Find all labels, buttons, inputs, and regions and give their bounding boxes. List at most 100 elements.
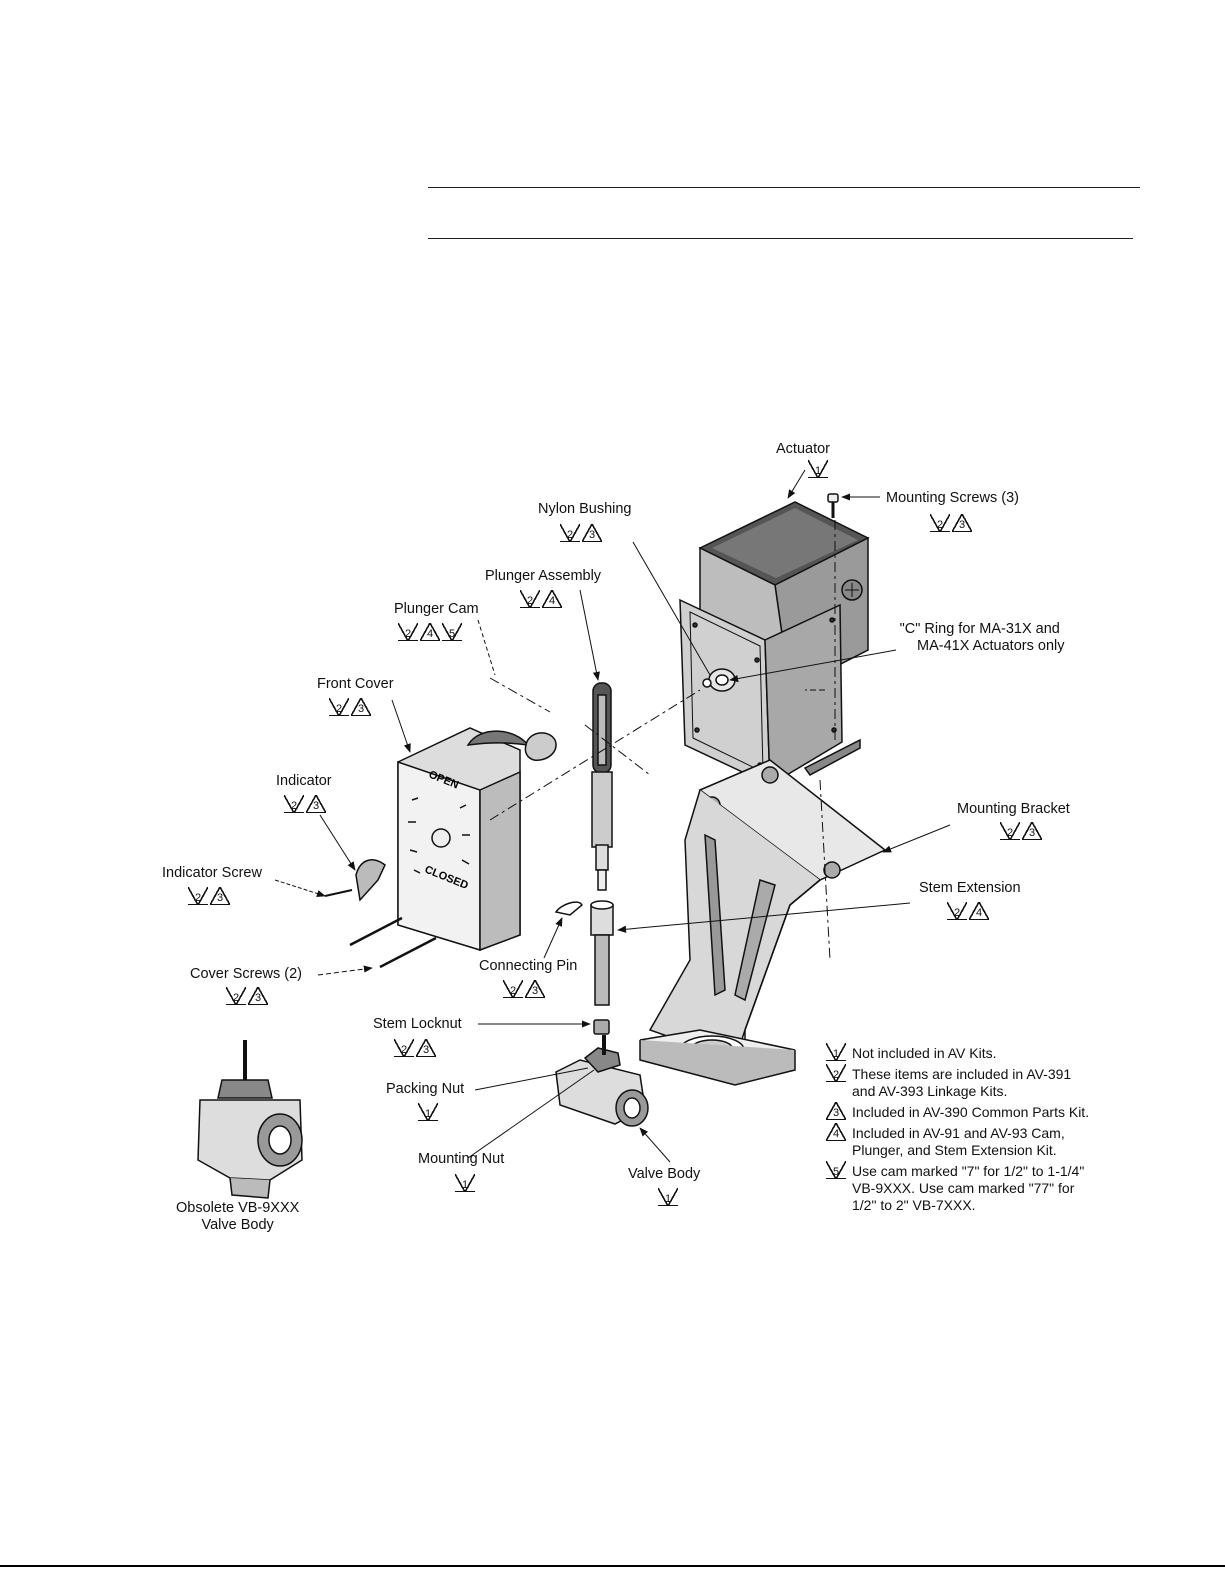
note-marker-3: 3	[1022, 822, 1042, 840]
note-marker-2: 2	[329, 698, 349, 716]
label-mounting-bracket: Mounting Bracket	[957, 801, 1070, 817]
label-c-ring-line2: MA-41X Actuators only	[917, 638, 1065, 654]
note-marker-2: 2	[398, 623, 418, 641]
note-marker-3: 3	[416, 1039, 436, 1057]
legend-item: 4 Included in AV-91 and AV-93 Cam, Plung…	[826, 1123, 1156, 1159]
callout-cover-screws: 2 3	[226, 987, 282, 1005]
note-marker-2: 2	[930, 514, 950, 532]
mounting-bracket-part	[639, 759, 887, 1086]
header-rule-bottom	[428, 238, 1133, 239]
callout-indicator: 2 3	[284, 795, 340, 813]
legend-text: These items are included in AV-391	[852, 1066, 1072, 1082]
note-marker-1: 1	[808, 460, 828, 478]
valve-body-part	[555, 1035, 649, 1127]
cover-screws-part	[349, 916, 437, 969]
callout-plunger-cam: 2 4 5	[398, 623, 476, 641]
note-marker-1: 1	[658, 1188, 678, 1206]
label-stem-locknut: Stem Locknut	[373, 1016, 462, 1032]
stem-locknut-part	[593, 1019, 610, 1035]
note-marker-2: 2	[1000, 822, 1020, 840]
note-marker-2: 2	[947, 902, 967, 920]
note-marker-3: 3	[525, 980, 545, 998]
callout-mounting-screws: 2 3	[930, 514, 986, 532]
note-marker-5: 5	[826, 1161, 846, 1179]
label-plunger-cam: Plunger Cam	[394, 601, 479, 617]
note-marker-4: 4	[420, 623, 440, 641]
callout-packing-nut: 1	[418, 1103, 438, 1121]
note-marker-4: 4	[542, 590, 562, 608]
callout-nylon-bushing: 2 3	[560, 524, 616, 542]
label-c-ring-line1: "C" Ring for MA-31X and	[899, 621, 1060, 637]
notes-legend: 1 Not included in AV Kits. 2 These items…	[826, 1043, 1156, 1218]
label-front-cover: Front Cover	[317, 676, 394, 692]
actuator-part	[679, 493, 870, 787]
note-marker-2: 2	[520, 590, 540, 608]
indicator-screw-part	[324, 889, 353, 897]
note-marker-5: 5	[442, 623, 462, 641]
note-marker-1: 1	[826, 1043, 846, 1061]
label-indicator-screw: Indicator Screw	[162, 865, 262, 881]
label-packing-nut: Packing Nut	[386, 1081, 465, 1097]
callout-mounting-nut: 1	[455, 1174, 475, 1192]
note-marker-2: 2	[394, 1039, 414, 1057]
note-marker-1: 1	[418, 1103, 438, 1121]
callout-valve-body: 1	[658, 1188, 678, 1206]
note-marker-2: 2	[284, 795, 304, 813]
note-marker-4: 4	[969, 902, 989, 920]
plunger-assembly-part	[591, 682, 613, 891]
indicator-part	[355, 859, 386, 902]
label-indicator: Indicator	[276, 773, 332, 789]
legend-item: 5 Use cam marked "7" for 1/2" to 1-1/4" …	[826, 1161, 1156, 1214]
label-connecting-pin: Connecting Pin	[479, 958, 578, 974]
legend-text: Not included in AV Kits.	[852, 1045, 997, 1061]
legend-item: 2 These items are included in AV-391 and…	[826, 1064, 1156, 1100]
label-valve-body: Valve Body	[628, 1166, 701, 1182]
header-rule-top	[428, 187, 1140, 188]
callout-stem-extension: 2 4	[947, 902, 1003, 920]
connecting-pin-part	[554, 901, 583, 916]
callout-indicator-screw: 2 3	[188, 887, 244, 905]
legend-text: 1/2" to 2" VB-7XXX.	[852, 1197, 976, 1213]
note-marker-3: 3	[582, 524, 602, 542]
stem-extension-part	[590, 900, 614, 1006]
callout-mounting-bracket: 2 3	[1000, 822, 1056, 840]
label-obsolete-line1: Obsolete VB-9XXX	[176, 1200, 300, 1216]
note-marker-2: 2	[826, 1064, 846, 1082]
obsolete-valve-body-part	[197, 1040, 303, 1199]
leader-lines	[274, 469, 951, 1163]
callout-actuator: 1	[808, 460, 828, 478]
legend-text: Included in AV-91 and AV-93 Cam,	[852, 1125, 1065, 1141]
front-cover-part	[397, 727, 530, 952]
callout-front-cover: 2 3	[329, 698, 385, 716]
note-marker-3: 3	[306, 795, 326, 813]
callout-connecting-pin: 2 3	[503, 980, 559, 998]
legend-text: and AV-393 Linkage Kits.	[852, 1083, 1008, 1099]
label-stem-extension: Stem Extension	[919, 880, 1021, 896]
legend-text: Use cam marked "7" for 1/2" to 1-1/4"	[852, 1163, 1085, 1179]
label-mounting-nut: Mounting Nut	[418, 1151, 505, 1167]
legend-text: Plunger, and Stem Extension Kit.	[852, 1142, 1057, 1158]
note-marker-2: 2	[226, 987, 246, 1005]
note-marker-2: 2	[188, 887, 208, 905]
label-plunger-assembly: Plunger Assembly	[485, 568, 602, 584]
note-marker-2: 2	[503, 980, 523, 998]
label-actuator: Actuator	[776, 441, 830, 457]
note-marker-3: 3	[248, 987, 268, 1005]
note-marker-3: 3	[351, 698, 371, 716]
label-obsolete-valve-body: Obsolete VB-9XXX Valve Body	[176, 1200, 299, 1234]
label-nylon-bushing: Nylon Bushing	[538, 501, 632, 517]
callout-stem-locknut: 2 3	[394, 1039, 450, 1057]
callout-plunger-assembly: 2 4	[520, 590, 576, 608]
note-marker-3: 3	[952, 514, 972, 532]
legend-text: Included in AV-390 Common Parts Kit.	[852, 1104, 1090, 1120]
note-marker-2: 2	[560, 524, 580, 542]
label-cover-screws: Cover Screws (2)	[190, 966, 302, 982]
legend-item: 3 Included in AV-390 Common Parts Kit.	[826, 1102, 1156, 1121]
label-c-ring: "C" Ring for MA-31X and MA-41X Actuators…	[895, 621, 1065, 655]
note-marker-4: 4	[826, 1123, 846, 1141]
plunger-cam-part	[524, 732, 557, 761]
label-obsolete-line2: Valve Body	[201, 1217, 274, 1233]
note-marker-1: 1	[455, 1174, 475, 1192]
note-marker-3: 3	[210, 887, 230, 905]
